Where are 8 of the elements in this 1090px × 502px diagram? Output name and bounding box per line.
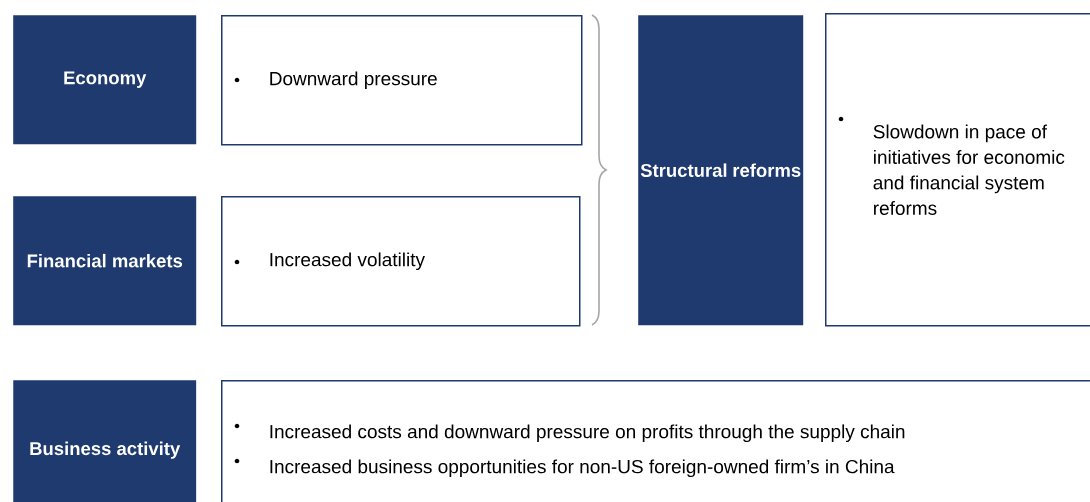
text-box: Increased costs and downward pressure on profits through the supply chain Increased business opportunities for non-US foreign-owned firm’s in China: [221, 380, 1090, 502]
text-box: Downward pressure: [221, 15, 583, 146]
category-box: Structural reforms: [638, 15, 804, 326]
category-box: Financial markets: [13, 196, 197, 326]
category-box: Business activity: [13, 380, 197, 502]
text-box: Slowdown in pace of initiatives for economic and financial system reforms: [825, 13, 1090, 327]
text-box: Increased volatility: [221, 196, 581, 327]
category-box: Economy: [13, 15, 197, 145]
